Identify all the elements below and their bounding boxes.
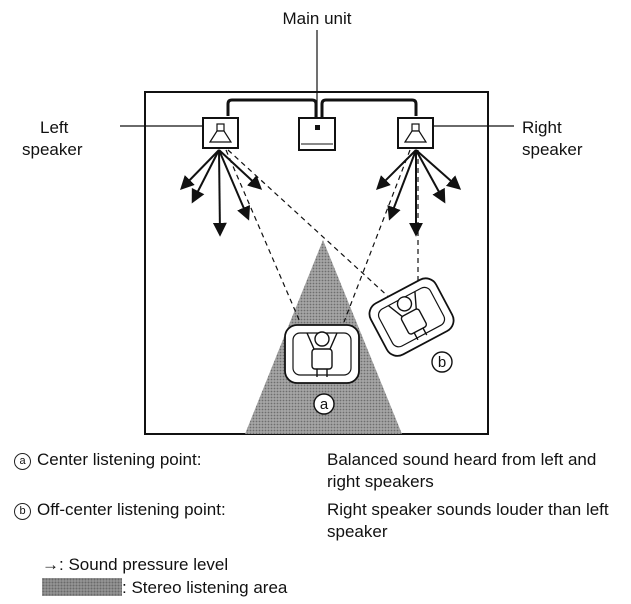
speaker-placement-diagram: Main unit Left speaker Right speaker [22, 9, 583, 435]
legend-arrow-key: →: Sound pressure level [42, 555, 229, 574]
marker-b: b [431, 351, 453, 373]
listener-b-seat [368, 277, 455, 357]
right-sound-arrows [376, 149, 462, 237]
main-unit-label: Main unit [283, 9, 352, 28]
area-swatch [42, 578, 122, 596]
left-speaker-icon [202, 117, 239, 149]
main-unit-icon [298, 117, 336, 151]
right-speaker-label: Right speaker [522, 118, 583, 159]
left-cable [226, 98, 318, 118]
svg-text:b: b [438, 354, 446, 371]
left-speaker-label: Left speaker [22, 118, 83, 159]
legend-desc-b: Right speaker sounds louder than left sp… [327, 500, 609, 541]
svg-text:a: a [320, 396, 329, 413]
left-sound-arrows [180, 149, 263, 237]
arrow-symbol: → [42, 555, 59, 574]
marker-a: a [313, 393, 335, 415]
legend-desc-a: Balanced sound heard from left and right… [327, 450, 597, 491]
marker-a-badge: a [14, 453, 31, 470]
listener-a-seat [284, 324, 360, 384]
legend-area-key: : Stereo listening area [42, 578, 287, 598]
right-speaker-icon [397, 117, 434, 149]
sound-paths [225, 149, 419, 323]
marker-b-badge: b [14, 503, 31, 520]
right-cable [320, 98, 418, 118]
